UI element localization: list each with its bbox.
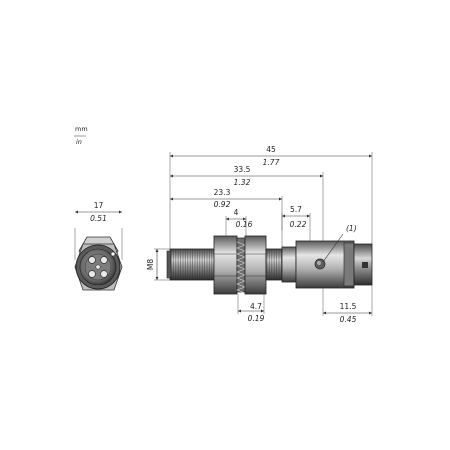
key-mark-icon [110,251,116,257]
unit-primary: mm [75,125,88,133]
face-width-mm: 17 [94,201,104,210]
total-length-mm: 45 [266,145,276,154]
body-length-in: 1.32 [234,178,251,187]
collar [281,246,297,283]
collar-length-in: 0.22 [290,220,307,229]
callout-label: (1) [346,224,357,233]
unit-legend: mm in [74,125,88,146]
nut-width-mm: 4 [234,208,239,217]
total-length-in: 1.77 [263,158,280,167]
thread-length-in: 0.92 [214,200,231,209]
side-view: M8 45 1.77 33.5 1.32 23.3 0.92 4 0.16 5.… [146,145,373,324]
pin-icon [100,270,108,278]
pin-icon [88,256,96,264]
nut-gap-mm: 4.7 [250,302,262,311]
thread-length-mm: 23.3 [214,188,231,197]
body-length-mm: 33.5 [234,165,251,174]
lock-nut-rear [244,235,267,295]
unit-secondary: in [76,138,82,146]
collar-length-mm: 5.7 [290,205,302,214]
lock-nut-front [213,235,238,295]
pin-icon [88,270,96,278]
pin-icon [100,256,108,264]
thread-size-label: M8 [146,259,155,270]
nut-width-in: 0.16 [236,220,253,229]
center-pin-icon [95,264,101,270]
toothed-washer [236,237,246,293]
front-view: 17 0.51 [74,201,123,291]
connector-length-mm: 11.5 [340,302,357,311]
face-width-in: 0.51 [90,214,107,223]
connector-length-in: 0.45 [340,315,357,324]
nut-gap-in: 0.19 [248,314,265,323]
